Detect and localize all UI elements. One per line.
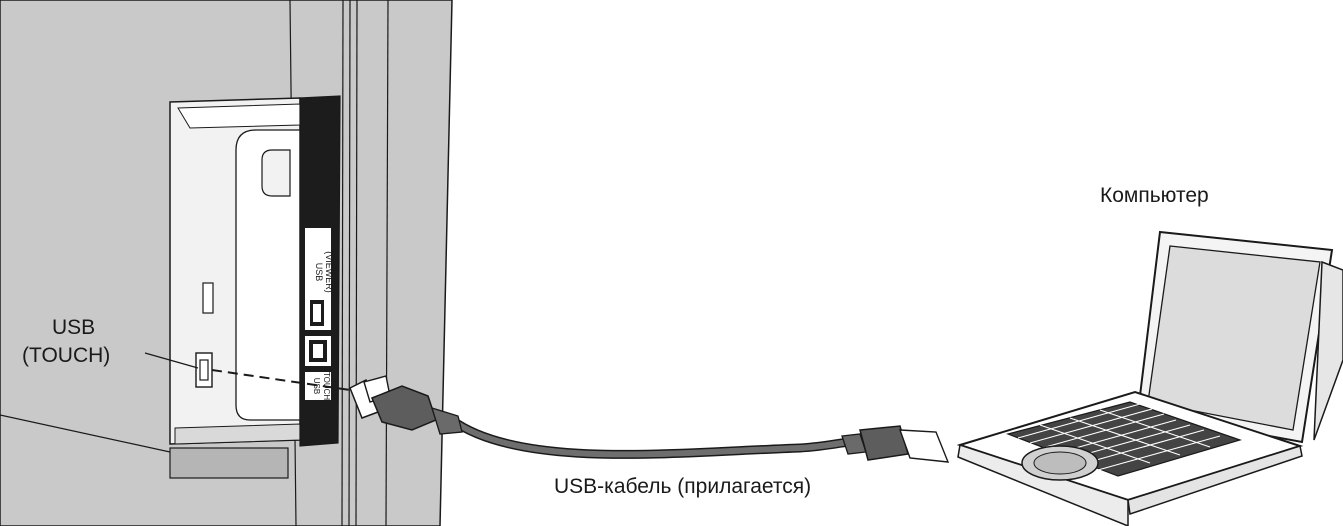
viewer-label-line1: USB — [314, 263, 324, 282]
usb-b-plug — [349, 375, 463, 435]
terminal-housing — [169, 97, 301, 445]
leader-line — [144, 352, 199, 369]
laptop-icon — [956, 230, 1343, 526]
usb-touch-port — [195, 352, 213, 388]
usb-touch-label-line1: USB — [52, 316, 96, 339]
computer-label: Компьютер — [1100, 184, 1209, 207]
terminal-strip — [299, 95, 341, 447]
usb-touch-label-line2: (TOUCH) — [22, 344, 111, 367]
insertion-guide — [211, 369, 351, 391]
usb-cable — [447, 415, 853, 459]
usb-a-plug — [841, 425, 950, 463]
panel-port-label-viewer: USB (VIEWER) — [314, 251, 334, 293]
cable-label: USB-кабель (прилагается) — [554, 475, 812, 498]
viewer-label-line2: (VIEWER) — [324, 251, 334, 293]
